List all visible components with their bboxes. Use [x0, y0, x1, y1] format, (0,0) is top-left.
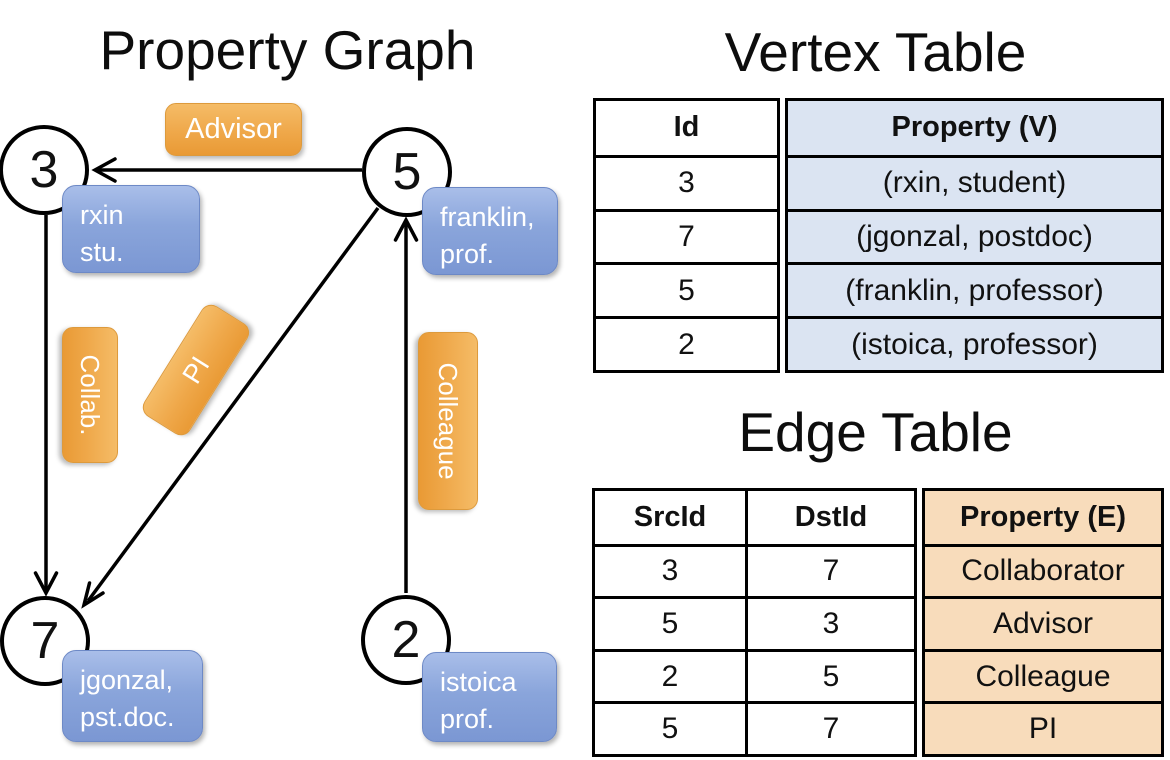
vertex-table-property-cell: (istoica, professor) [788, 316, 1161, 370]
vertex-table-property-cell: (rxin, student) [788, 154, 1161, 209]
vertex-property-line: rxin [80, 200, 124, 230]
edge-label-text: Collab. [75, 354, 106, 436]
edge-label-text: Colleague [433, 362, 464, 480]
edge-table-property-cell: Advisor [925, 596, 1161, 649]
vertex-property-line: stu. [80, 237, 124, 268]
edge-table-srcid-cell: 5 [595, 701, 745, 754]
vertex-property-box-7: jgonzal, pst.doc. [62, 650, 203, 742]
vertex-table-id-cell: 5 [596, 262, 777, 316]
vertex-property-line: franklin, [440, 202, 535, 232]
edge-table-dstid-cell: 7 [745, 701, 914, 754]
vertex-table-property-column: Property (V) (rxin, student) (jgonzal, p… [785, 98, 1164, 373]
edge-table-dstid-cell: 3 [745, 596, 914, 649]
vertex-table-id-cell: 3 [596, 154, 777, 209]
edge-table-header-srcid: SrcId [633, 500, 707, 533]
edge-line-pi [86, 206, 380, 603]
vertex-table-property-cell: (jgonzal, postdoc) [788, 208, 1161, 263]
edge-table-title: Edge Table [738, 401, 1013, 463]
edge-label-collab: Collab. [62, 327, 118, 463]
edge-table-header-property: Property (E) [960, 500, 1126, 533]
arrowhead-colleague [393, 216, 419, 242]
edge-table-property-column: Property (E) Collaborator Advisor Collea… [922, 488, 1164, 757]
vertex-table-id-cell: 2 [596, 316, 777, 370]
arrowhead-advisor [91, 157, 117, 183]
edge-table-property-cell: PI [925, 701, 1161, 754]
edge-table-dstid-cell: 7 [745, 543, 914, 597]
vertex-property-box-3: rxin stu. [62, 185, 200, 273]
graph-edges-layer [33, 157, 419, 609]
vertex-table-title: Vertex Table [724, 21, 1027, 83]
vertex-property-line: prof. [440, 239, 495, 270]
node-id-label: 3 [29, 141, 59, 199]
edge-table-property-cell: Collaborator [925, 543, 1161, 597]
edge-table-header-dstid: DstId [745, 491, 914, 544]
edge-table-srcid-cell: 5 [595, 596, 745, 649]
vertex-property-line: prof. [440, 704, 495, 735]
edge-label-text: Advisor [185, 113, 282, 145]
edge-label-text: PI [176, 350, 216, 389]
vertex-property-box-2: istoica prof. [422, 652, 557, 742]
node-id-label: 5 [392, 143, 422, 201]
vertex-table-property-cell: (franklin, professor) [788, 262, 1161, 316]
graph-node-2: 2 [361, 595, 451, 685]
vertex-table-header-id: Id [673, 111, 700, 144]
arrowhead-collab [33, 571, 59, 597]
edge-table-id-columns: SrcId DstId 3 7 5 3 2 5 5 7 [592, 488, 917, 757]
vertex-property-line: jgonzal, [80, 665, 174, 695]
edge-label-colleague: Colleague [418, 332, 478, 510]
vertex-table-id-column: Id 3 7 5 2 [593, 98, 780, 373]
vertex-property-line: pst.doc. [80, 702, 175, 733]
edge-table-srcid-cell: 3 [595, 543, 745, 597]
node-id-label: 7 [30, 612, 60, 670]
vertex-table-id-cell: 7 [596, 208, 777, 263]
edge-table-srcid-cell: 2 [595, 648, 745, 702]
edge-table-property-cell: Colleague [925, 648, 1161, 702]
edge-label-advisor: Advisor [165, 103, 302, 156]
arrowhead-pi [81, 581, 105, 609]
edge-table-dstid-cell: 5 [745, 648, 914, 702]
vertex-property-line: istoica [440, 667, 517, 697]
vertex-property-box-5: franklin, prof. [422, 187, 558, 275]
property-graph-title: Property Graph [99, 19, 476, 81]
vertex-table-header-property: Property (V) [891, 111, 1058, 144]
node-id-label: 2 [391, 611, 421, 669]
